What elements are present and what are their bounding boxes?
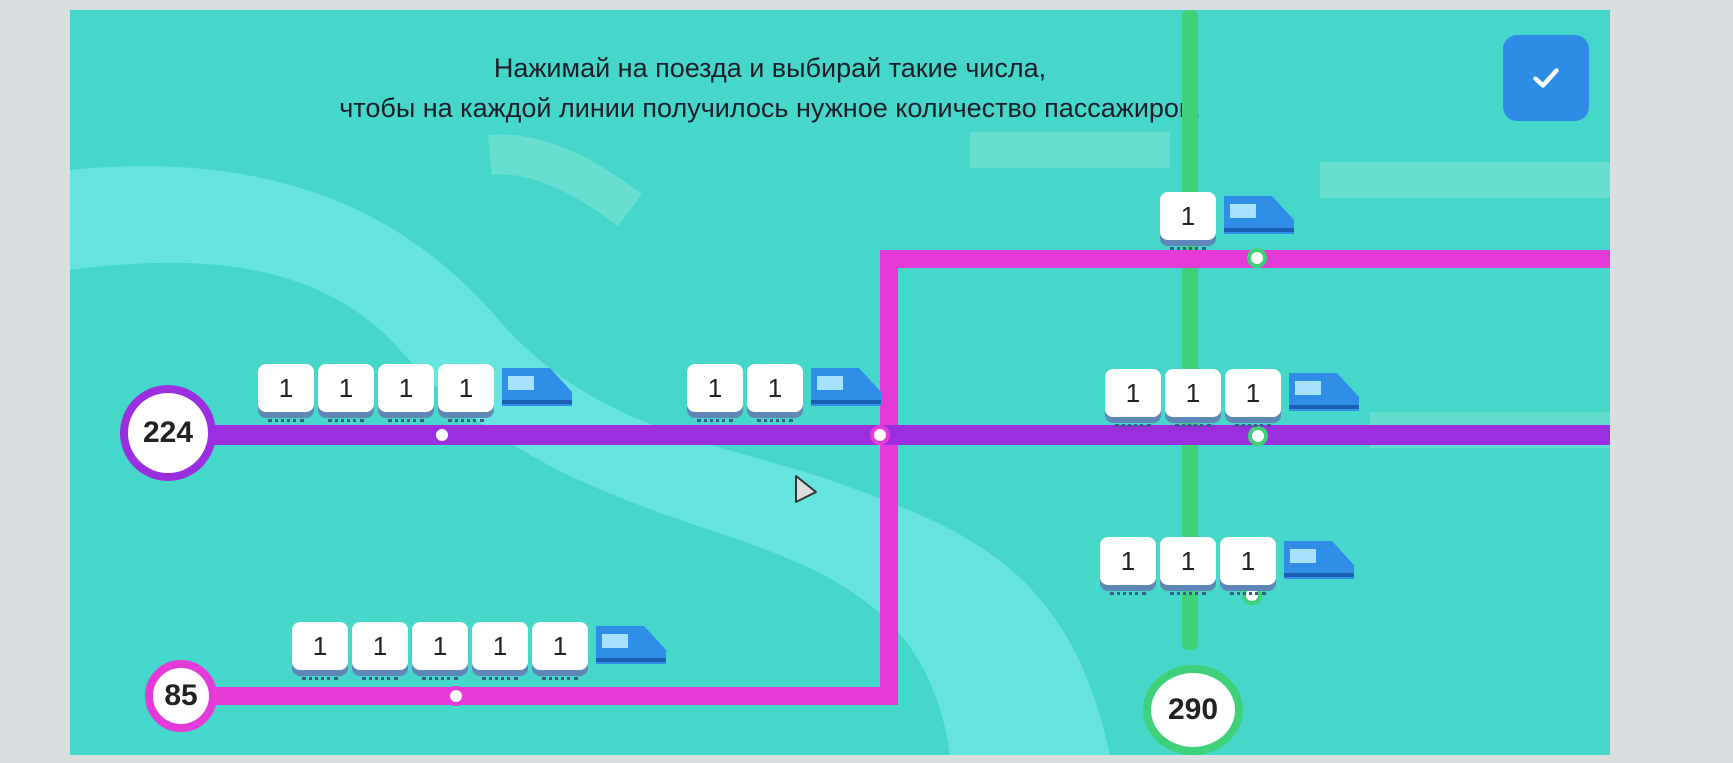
train-car[interactable]: 1 bbox=[258, 364, 314, 422]
magenta-line-top bbox=[880, 250, 1610, 268]
purple-line bbox=[200, 425, 1610, 445]
train-car[interactable]: 1 bbox=[1220, 537, 1276, 595]
train-car[interactable]: 1 bbox=[1105, 369, 1161, 427]
station bbox=[1248, 426, 1268, 446]
train-car[interactable]: 1 bbox=[1160, 537, 1216, 595]
magenta-target-value: 85 bbox=[164, 679, 198, 712]
train-car[interactable]: 1 bbox=[472, 622, 528, 680]
magenta-target-terminal: 85 bbox=[145, 660, 217, 732]
station bbox=[1242, 585, 1262, 605]
train-magenta-top[interactable]: 1 bbox=[1160, 190, 1298, 250]
green-target-value: 290 bbox=[1167, 693, 1219, 726]
instruction-line-1: Нажимай на поезда и выбирай такие числа, bbox=[493, 53, 1047, 83]
train-car[interactable]: 1 bbox=[352, 622, 408, 680]
station bbox=[432, 425, 452, 445]
train-car[interactable]: 1 bbox=[378, 364, 434, 422]
train-magenta-bottom[interactable]: 1 1 1 1 1 bbox=[292, 620, 670, 680]
station bbox=[446, 686, 466, 706]
train-green-bottom[interactable]: 1 1 1 bbox=[1100, 535, 1358, 595]
checkmark-icon bbox=[1533, 68, 1559, 88]
magenta-line-vertical bbox=[880, 250, 898, 705]
locomotive-icon bbox=[502, 368, 572, 406]
train-car[interactable]: 1 bbox=[412, 622, 468, 680]
locomotive-icon bbox=[1289, 373, 1359, 411]
instruction-line-2: чтобы на каждой линии получилось нужное … bbox=[339, 93, 1201, 123]
locomotive-icon bbox=[1224, 196, 1294, 234]
purple-target-value: 224 bbox=[142, 416, 194, 449]
train-car[interactable]: 1 bbox=[687, 364, 743, 422]
train-purple-left[interactable]: 1 1 1 1 bbox=[258, 362, 576, 422]
mouse-pointer-icon bbox=[795, 475, 817, 503]
locomotive-icon bbox=[1284, 541, 1354, 579]
station bbox=[1247, 248, 1267, 268]
train-car[interactable]: 1 bbox=[1100, 537, 1156, 595]
locomotive-icon bbox=[596, 626, 666, 664]
train-car[interactable]: 1 bbox=[292, 622, 348, 680]
train-car[interactable]: 1 bbox=[1225, 369, 1281, 427]
instructions: Нажимай на поезда и выбирай такие числа,… bbox=[220, 48, 1320, 128]
train-car[interactable]: 1 bbox=[532, 622, 588, 680]
train-car[interactable]: 1 bbox=[438, 364, 494, 422]
station bbox=[870, 425, 890, 445]
train-purple-middle[interactable]: 1 1 bbox=[687, 362, 885, 422]
magenta-line-bottom bbox=[210, 687, 898, 705]
green-line-vertical bbox=[1182, 10, 1198, 650]
green-target-terminal: 290 bbox=[1143, 665, 1243, 755]
train-car[interactable]: 1 bbox=[747, 364, 803, 422]
train-car[interactable]: 1 bbox=[1160, 192, 1216, 250]
game-board: Нажимай на поезда и выбирай такие числа,… bbox=[70, 10, 1610, 755]
locomotive-icon bbox=[811, 368, 881, 406]
train-car[interactable]: 1 bbox=[1165, 369, 1221, 427]
purple-target-terminal: 224 bbox=[120, 385, 216, 481]
train-car[interactable]: 1 bbox=[318, 364, 374, 422]
train-purple-right[interactable]: 1 1 1 bbox=[1105, 367, 1363, 427]
check-button[interactable] bbox=[1503, 35, 1589, 121]
